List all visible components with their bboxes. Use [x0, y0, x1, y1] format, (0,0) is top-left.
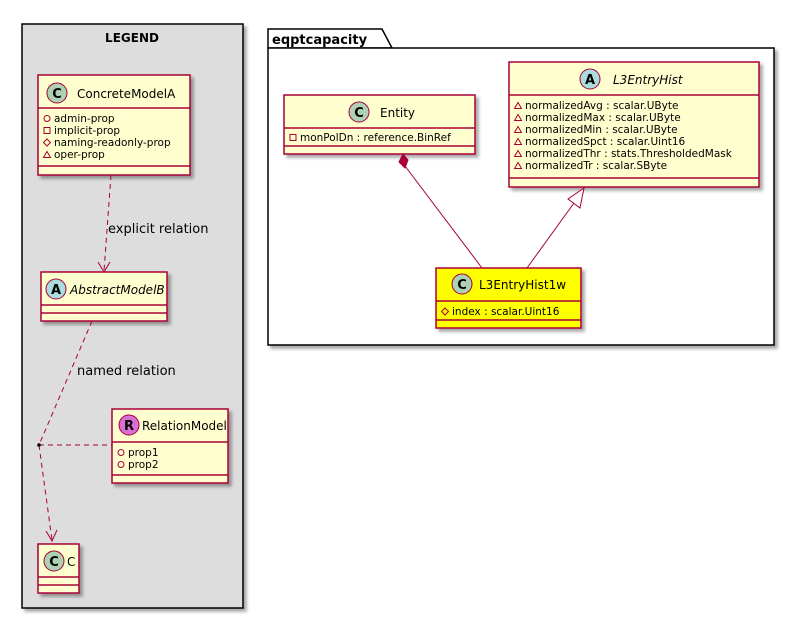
class-c-icon	[348, 101, 370, 123]
class-c[interactable]: C C	[37, 543, 80, 594]
stereo-letter: A	[51, 283, 61, 298]
class-name: L3EntryHist	[613, 73, 684, 87]
attribute-text: admin-prop	[54, 113, 115, 125]
class-r-icon	[118, 414, 140, 436]
class-c-icon	[451, 273, 473, 295]
stereo-letter: C	[49, 555, 59, 570]
junction-dot	[37, 443, 41, 447]
attribute-text: prop1	[128, 447, 159, 459]
public-icon	[117, 449, 125, 456]
class-name: Entity	[380, 106, 415, 120]
composition-diamond	[398, 153, 409, 169]
attribute-list: monPolDn : reference.BinRef	[289, 132, 451, 144]
stereo-letter: C	[52, 87, 62, 102]
explicit-relation-label: explicit relation	[108, 222, 208, 237]
composition-link	[398, 153, 483, 269]
attribute-list: index : scalar.Uint16	[440, 306, 560, 318]
attribute-text: normalizedTr : scalar.SByte	[525, 160, 667, 172]
protected-icon	[42, 138, 52, 147]
legend-title: LEGEND	[105, 31, 159, 45]
stereo-letter: A	[585, 73, 595, 88]
class-entity[interactable]: C Entity monPolDn : reference.BinRef	[283, 94, 476, 155]
stereo-letter: C	[457, 278, 467, 293]
attribute-text: implicit-prop	[54, 125, 120, 137]
package-private-icon	[513, 125, 523, 133]
protected-icon	[440, 307, 450, 316]
package-private-icon	[513, 161, 523, 169]
class-a-icon	[579, 68, 601, 90]
package-private-icon	[513, 149, 523, 157]
private-icon	[289, 134, 297, 141]
class-c-icon	[43, 550, 65, 572]
attribute-text: index : scalar.Uint16	[452, 306, 560, 318]
attribute-text: monPolDn : reference.BinRef	[300, 132, 451, 144]
class-c-icon	[46, 82, 68, 104]
class-a-icon	[45, 278, 67, 300]
inheritance-link	[526, 186, 585, 269]
package-private-icon	[513, 113, 523, 121]
public-icon	[43, 115, 51, 122]
public-icon	[117, 461, 125, 468]
attribute-text: normalizedAvg : scalar.UByte	[525, 100, 678, 112]
named-relation-label: named relation	[77, 364, 176, 379]
class-name: L3EntryHist1w	[479, 278, 566, 292]
package-private-icon	[42, 150, 52, 158]
named-relation-connector: named relation	[37, 320, 176, 543]
attribute-text: oper-prop	[54, 149, 105, 161]
attribute-text: prop2	[128, 459, 159, 471]
attribute-text: normalizedMax : scalar.UByte	[525, 112, 681, 124]
attribute-text: naming-readonly-prop	[54, 137, 171, 149]
package-private-icon	[513, 137, 523, 145]
stereo-letter: C	[354, 106, 364, 121]
attribute-text: normalizedThr : stats.ThresholdedMask	[525, 148, 733, 160]
package-private-icon	[513, 101, 523, 109]
inheritance-arrowhead	[567, 186, 585, 209]
class-abstract-model-b[interactable]: A AbstractModelB	[40, 271, 168, 322]
class-name: RelationModel	[142, 419, 227, 433]
private-icon	[43, 127, 51, 134]
class-name: ConcreteModelA	[77, 87, 176, 101]
class-l3-entry-hist[interactable]: A L3EntryHist normalizedAvg : scalar.UBy…	[508, 61, 760, 188]
class-l3-entry-hist-1w[interactable]: C L3EntryHist1w index : scalar.Uint16	[435, 267, 582, 329]
attribute-list: normalizedAvg : scalar.UBytenormalizedMa…	[513, 100, 733, 172]
attribute-list: admin-propimplicit-propnaming-readonly-p…	[42, 113, 171, 161]
package-name: eqptcapacity	[272, 33, 368, 48]
class-name: C	[67, 555, 75, 569]
stereo-letter: R	[124, 419, 134, 434]
attribute-text: normalizedSpct : scalar.Uint16	[525, 136, 686, 148]
class-name: AbstractModelB	[69, 283, 165, 297]
attribute-text: normalizedMin : scalar.UByte	[525, 124, 678, 136]
class-concrete-model-a[interactable]: C ConcreteModelA admin-propimplicit-prop…	[37, 74, 191, 176]
